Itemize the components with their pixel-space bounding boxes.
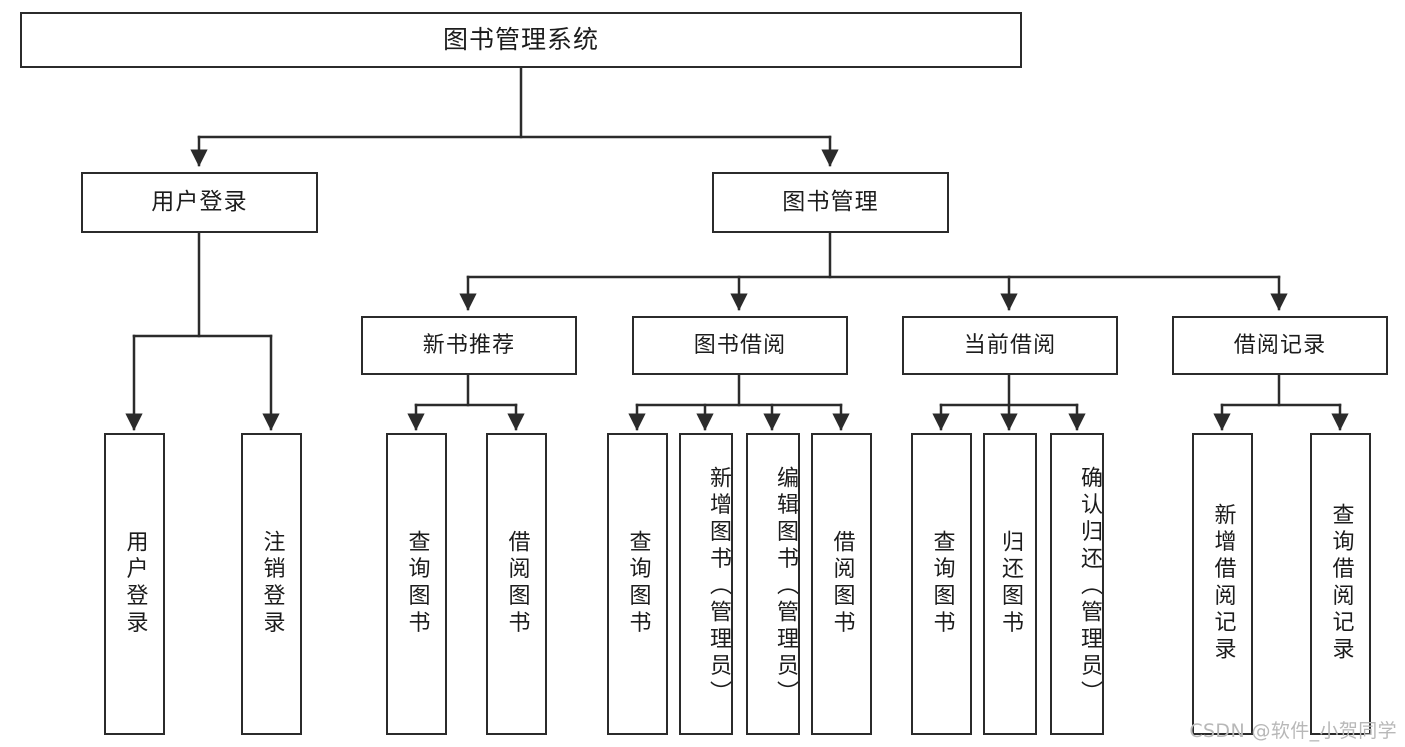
leaf-borrow-record-add[interactable]: 新增借阅记录 [1192,433,1253,735]
leaf-user-login-signout[interactable]: 注销登录 [241,433,302,735]
node-label: 借阅图书 [504,530,530,638]
leaf-borrow-record-query[interactable]: 查询借阅记录 [1310,433,1371,735]
node-label: 新增图书（管理员） [706,466,731,708]
node-borrow-record[interactable]: 借阅记录 [1172,316,1388,375]
leaf-current-borrow-return[interactable]: 归还图书 [983,433,1037,735]
node-label: 借阅记录 [1233,332,1327,358]
node-label: 新增借阅记录 [1210,503,1236,665]
leaf-book-borrow-add[interactable]: 新增图书（管理员） [679,433,733,735]
node-label: 图书管理系统 [442,25,599,55]
node-label: 查询图书 [625,530,651,638]
node-label: 注销登录 [259,530,285,638]
node-label: 图书管理 [782,188,879,215]
node-book-borrow[interactable]: 图书借阅 [632,316,848,375]
node-label: 图书借阅 [693,332,787,358]
leaf-new-book-borrow[interactable]: 借阅图书 [486,433,547,735]
leaf-new-book-query[interactable]: 查询图书 [386,433,447,735]
node-label: 归还图书 [997,530,1023,638]
node-label: 查询借阅记录 [1328,503,1354,665]
node-label: 编辑图书（管理员） [773,466,798,708]
node-book-management[interactable]: 图书管理 [712,172,949,233]
node-new-book-recommend[interactable]: 新书推荐 [361,316,577,375]
node-label: 查询图书 [404,530,430,638]
node-current-borrow[interactable]: 当前借阅 [902,316,1118,375]
node-label: 借阅图书 [829,530,855,638]
node-user-login[interactable]: 用户登录 [81,172,318,233]
leaf-current-borrow-confirm-return[interactable]: 确认归还（管理员） [1050,433,1104,735]
leaf-current-borrow-query[interactable]: 查询图书 [911,433,972,735]
node-label: 用户登录 [122,530,148,638]
node-book-management-system[interactable]: 图书管理系统 [20,12,1022,68]
node-label: 确认归还（管理员） [1077,466,1102,708]
csdn-watermark: CSDN @软件_小贺同学 [1189,720,1397,742]
leaf-user-login-signin[interactable]: 用户登录 [104,433,165,735]
node-label: 当前借阅 [963,332,1057,358]
node-label: 用户登录 [151,188,248,215]
leaf-book-borrow-lend[interactable]: 借阅图书 [811,433,872,735]
node-label: 新书推荐 [422,332,516,358]
leaf-book-borrow-query[interactable]: 查询图书 [607,433,668,735]
node-label: 查询图书 [929,530,955,638]
leaf-book-borrow-edit[interactable]: 编辑图书（管理员） [746,433,800,735]
